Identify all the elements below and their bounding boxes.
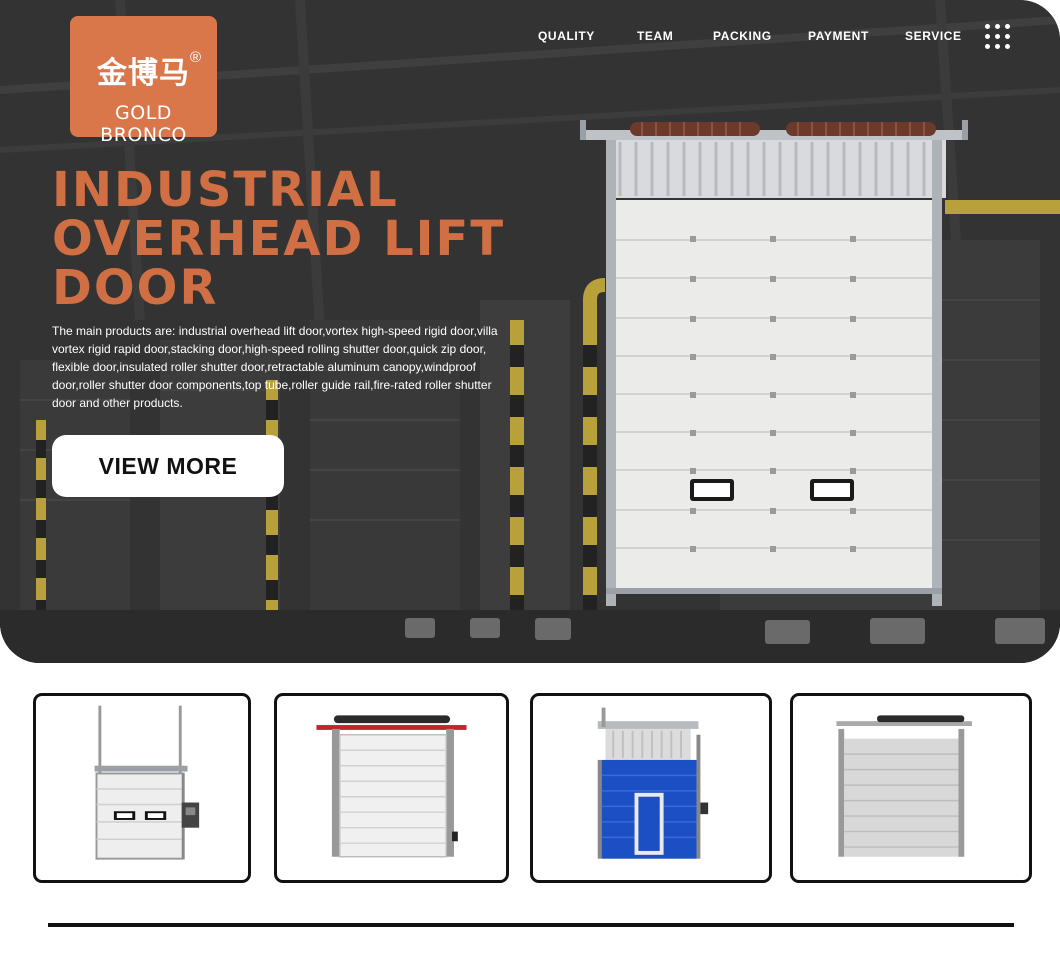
hero-banner: 金博马 ® GOLD BRONCO QUALITY TEAM PACKING P… — [0, 0, 1060, 663]
product-thumbnail-3[interactable] — [530, 693, 772, 883]
section-divider — [48, 923, 1014, 927]
nav-item-team[interactable]: TEAM — [637, 29, 674, 43]
logo-english-text: GOLD BRONCO — [100, 102, 187, 146]
grid-menu-icon[interactable] — [985, 24, 1011, 50]
lift-door-red-header-image — [316, 715, 467, 858]
blue-lift-door-with-wicket-image — [597, 707, 709, 859]
nav-item-payment[interactable]: PAYMENT — [808, 29, 869, 43]
grey-sectional-door-image — [836, 715, 973, 857]
logo-chinese-text: 金博马 — [97, 56, 190, 91]
nav-item-packing[interactable]: PACKING — [713, 29, 772, 43]
product-thumbnail-2[interactable] — [274, 693, 509, 883]
view-more-button[interactable]: VIEW MORE — [52, 435, 284, 497]
product-thumbnail-4[interactable] — [790, 693, 1032, 883]
hero-title: INDUSTRIAL OVERHEAD LIFT DOOR — [52, 162, 506, 316]
industrial-overhead-lift-door-image — [576, 112, 972, 612]
registered-mark: ® — [189, 49, 201, 66]
hero-description: The main products are: industrial overhe… — [52, 324, 498, 410]
lift-door-with-windows-image — [94, 705, 200, 860]
gold-bronco-logo[interactable]: 金博马 ® GOLD BRONCO — [70, 16, 217, 146]
nav-item-quality[interactable]: QUALITY — [538, 29, 595, 43]
product-thumbnail-1[interactable] — [33, 693, 251, 883]
nav-item-service[interactable]: SERVICE — [905, 29, 962, 43]
